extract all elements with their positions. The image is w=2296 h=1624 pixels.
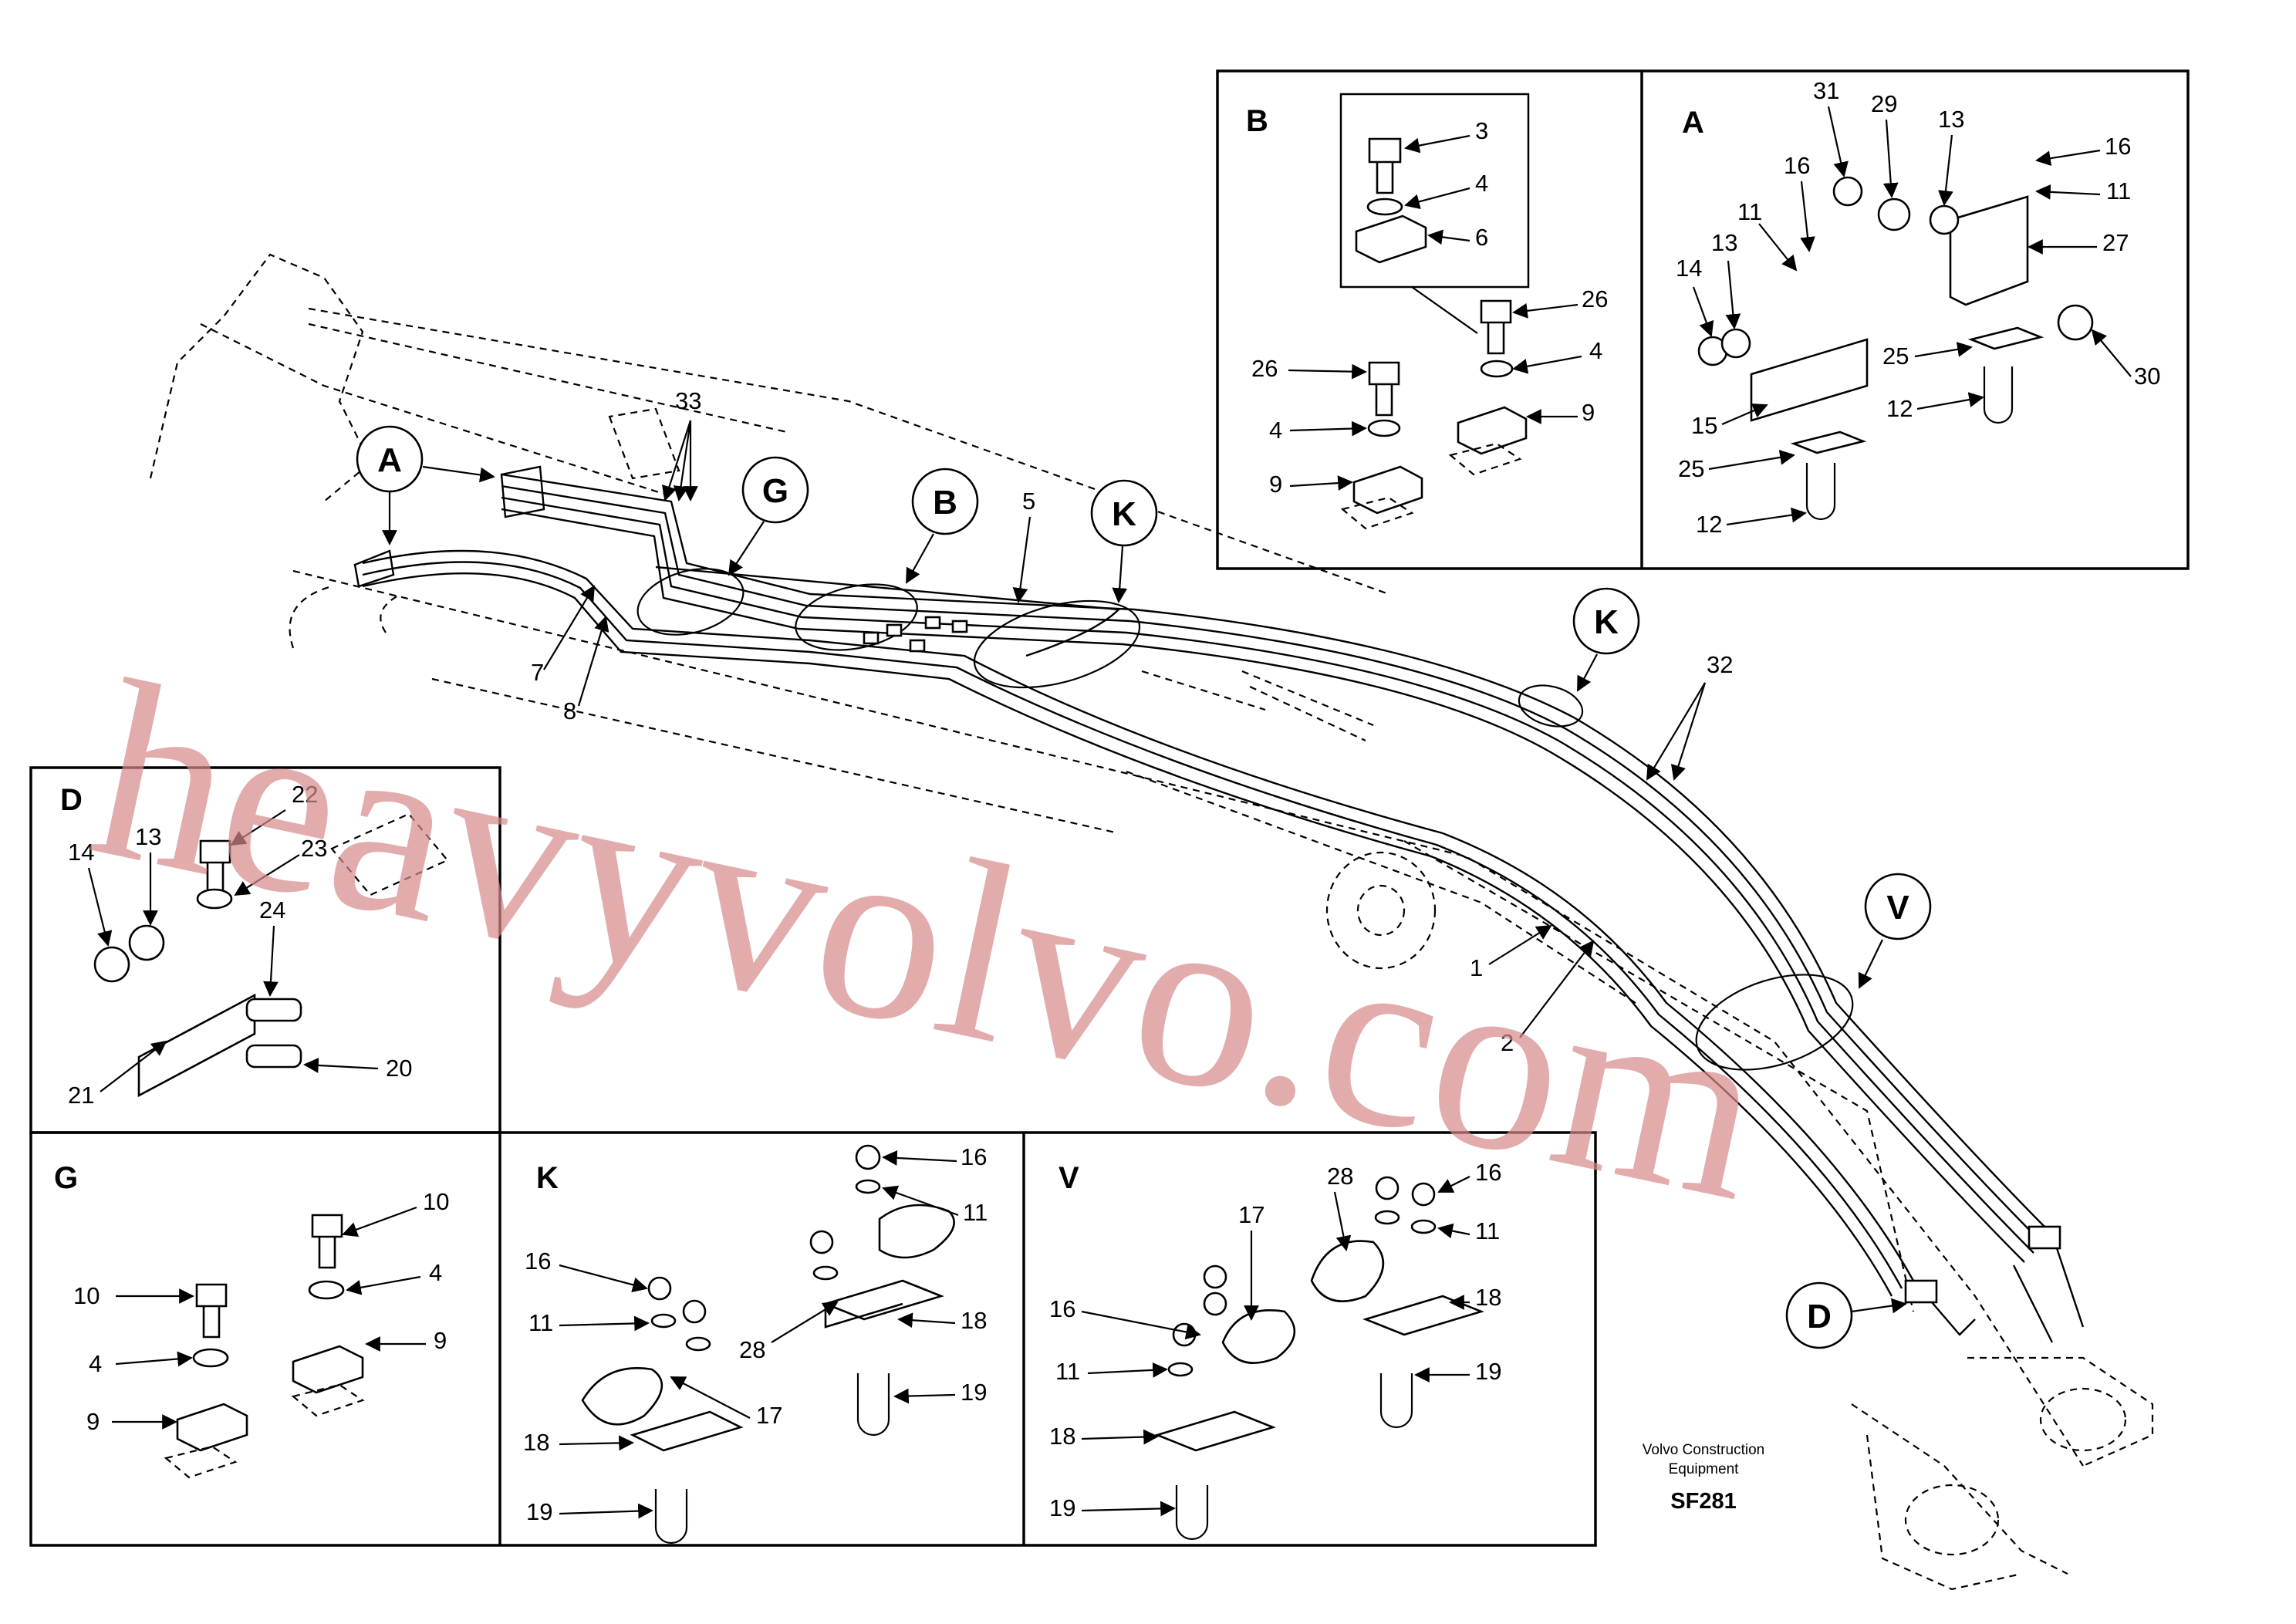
callout-A: A (377, 441, 402, 479)
svg-text:16: 16 (1049, 1295, 1075, 1322)
svg-text:16: 16 (1475, 1159, 1501, 1186)
label-1: 1 (1470, 954, 1483, 981)
svg-text:11: 11 (528, 1309, 553, 1336)
panel-A: A 31 29 13 16 11 16 11 27 13 14 25 30 (1676, 77, 2160, 538)
svg-text:12: 12 (1696, 511, 1722, 538)
hydraulic-pipes (353, 465, 2085, 1343)
svg-text:11: 11 (963, 1199, 988, 1226)
main-callouts: A G B K K V D (356, 425, 1932, 1349)
label-32: 32 (1707, 651, 1733, 678)
panel-B-title: B (1246, 104, 1268, 138)
main-part-labels: 33 5 7 8 32 1 2 (531, 387, 1733, 1056)
panel-B-A-frame (1216, 69, 2190, 570)
fittings (863, 616, 2061, 1304)
svg-text:17: 17 (1238, 1201, 1264, 1228)
panel-B: B 3 4 6 26 4 9 26 4 9 (1246, 93, 1608, 530)
svg-text:K: K (536, 1161, 559, 1195)
svg-text:9: 9 (1582, 399, 1595, 426)
svg-text:23: 23 (301, 835, 327, 862)
svg-text:19: 19 (1475, 1358, 1501, 1385)
footer-drawing-code: SF281 (1670, 1489, 1736, 1514)
svg-text:16: 16 (1784, 152, 1810, 179)
svg-text:18: 18 (523, 1429, 549, 1456)
svg-text:20: 20 (386, 1055, 412, 1082)
svg-text:11: 11 (2106, 177, 2131, 204)
footer-company-line2: Equipment (1669, 1461, 1740, 1477)
label-2: 2 (1501, 1029, 1514, 1056)
callout-B: B (933, 484, 957, 522)
svg-text:16: 16 (961, 1143, 987, 1170)
panel-G: G 10 10 4 4 9 9 (54, 1161, 449, 1479)
svg-text:13: 13 (1711, 229, 1737, 256)
svg-text:25: 25 (1678, 455, 1704, 482)
svg-text:15: 15 (1691, 412, 1717, 439)
svg-text:26: 26 (1251, 355, 1278, 382)
label-8: 8 (563, 697, 576, 724)
svg-text:22: 22 (292, 781, 318, 808)
callout-K-top: K (1112, 495, 1136, 533)
panel-D: D 22 14 13 23 24 20 21 (60, 781, 449, 1109)
svg-text:18: 18 (961, 1307, 987, 1334)
panel-V: V 28 17 16 11 16 11 18 19 18 19 (1049, 1159, 1501, 1541)
svg-text:10: 10 (73, 1282, 100, 1309)
svg-text:28: 28 (1327, 1163, 1353, 1190)
callout-D: D (1807, 1298, 1832, 1335)
svg-text:9: 9 (434, 1327, 447, 1354)
svg-text:13: 13 (1938, 106, 1964, 133)
callout-V: V (1886, 889, 1909, 927)
detail-ellipses (636, 568, 1854, 1071)
svg-text:19: 19 (1049, 1494, 1075, 1521)
svg-text:9: 9 (1269, 471, 1282, 498)
svg-text:18: 18 (1049, 1423, 1075, 1450)
svg-text:4: 4 (89, 1350, 102, 1377)
svg-text:11: 11 (1737, 198, 1762, 225)
svg-text:16: 16 (525, 1248, 551, 1275)
svg-text:10: 10 (423, 1188, 449, 1215)
svg-text:12: 12 (1886, 395, 1913, 422)
drawing-footer: Volvo Construction Equipment SF281 (1643, 1442, 1764, 1514)
panel-G-K-V-frame (29, 1131, 1597, 1547)
svg-text:19: 19 (526, 1498, 552, 1525)
svg-text:V: V (1059, 1161, 1079, 1195)
svg-text:4: 4 (429, 1259, 442, 1286)
svg-text:4: 4 (1269, 417, 1282, 444)
svg-text:11: 11 (1475, 1217, 1500, 1244)
svg-text:9: 9 (86, 1408, 100, 1435)
svg-text:17: 17 (756, 1402, 782, 1429)
svg-text:3: 3 (1475, 117, 1488, 144)
svg-text:G: G (54, 1161, 78, 1195)
svg-text:14: 14 (68, 839, 94, 866)
panel-K: K 16 11 16 11 18 19 28 17 18 19 (523, 1143, 988, 1545)
label-7: 7 (531, 659, 544, 686)
svg-text:27: 27 (2102, 229, 2129, 256)
label-5: 5 (1022, 488, 1035, 515)
svg-text:14: 14 (1676, 255, 1702, 282)
svg-text:18: 18 (1475, 1284, 1501, 1311)
svg-text:25: 25 (1882, 343, 1909, 370)
svg-text:6: 6 (1475, 224, 1488, 251)
panel-A-title: A (1682, 106, 1704, 140)
svg-text:28: 28 (739, 1336, 765, 1363)
callout-G: G (762, 472, 788, 510)
label-33: 33 (675, 387, 701, 414)
svg-text:4: 4 (1475, 170, 1488, 197)
footer-company-line1: Volvo Construction (1643, 1442, 1764, 1458)
svg-text:4: 4 (1589, 337, 1602, 364)
svg-text:31: 31 (1813, 77, 1839, 104)
svg-text:26: 26 (1582, 285, 1608, 312)
svg-text:11: 11 (1055, 1358, 1080, 1385)
svg-text:D: D (60, 783, 83, 817)
svg-text:24: 24 (259, 896, 285, 923)
svg-text:19: 19 (961, 1379, 987, 1406)
svg-text:13: 13 (135, 823, 161, 850)
svg-text:21: 21 (68, 1082, 94, 1109)
svg-text:30: 30 (2134, 363, 2160, 390)
svg-text:16: 16 (2105, 133, 2131, 160)
svg-text:29: 29 (1871, 90, 1897, 117)
callout-K-right: K (1594, 603, 1619, 641)
